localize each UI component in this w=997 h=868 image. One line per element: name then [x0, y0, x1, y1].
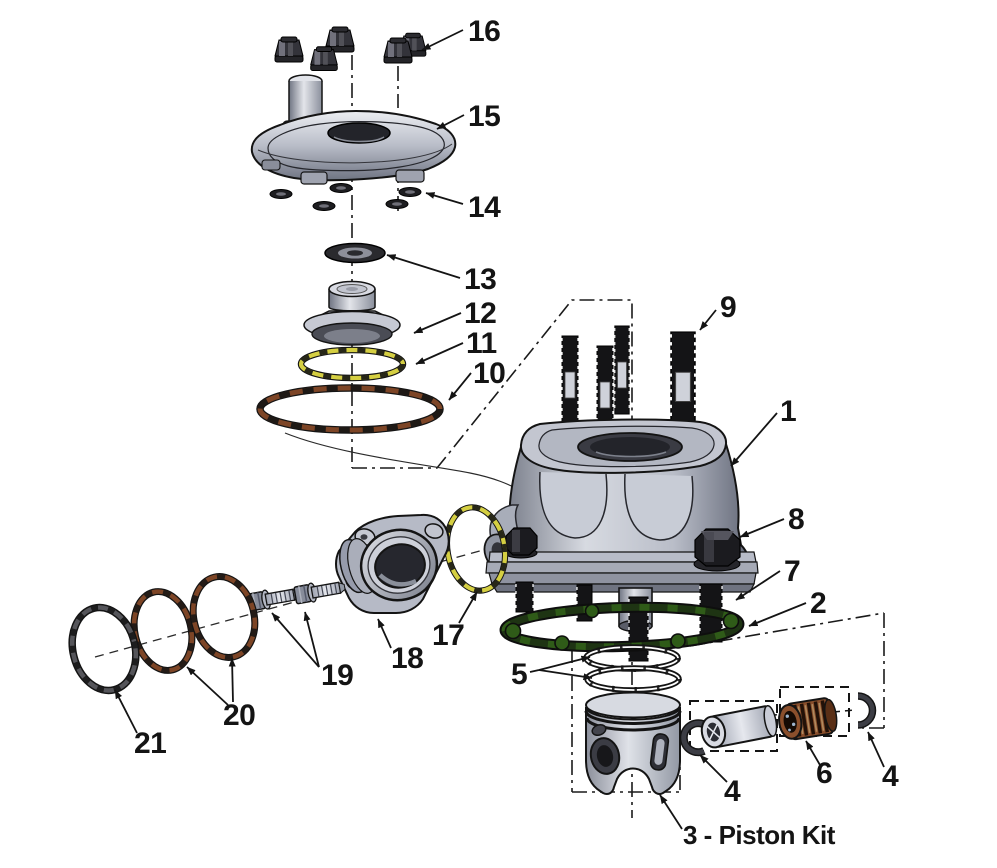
leader-11 [415, 342, 464, 365]
part-14-washers [269, 183, 422, 211]
leader-16 [421, 29, 464, 51]
leader-4-right [867, 731, 885, 768]
callout-8-label: 8 [788, 503, 804, 536]
leader-9 [699, 309, 717, 331]
leader-20b [228, 657, 236, 703]
head-to-cylinder-curve [284, 432, 525, 493]
flange-ear-right [424, 523, 444, 539]
ring-groove-2 [585, 717, 681, 732]
part-12-head-insert [303, 280, 401, 346]
callout-16-label: 16 [468, 15, 500, 48]
part-17-oring-yellow [443, 504, 509, 594]
flange-nut-right [693, 528, 741, 572]
flange-nut-left [504, 527, 538, 559]
part-3-piston [584, 691, 682, 796]
part-10-oring-brown-large [256, 384, 444, 434]
part-8-flange-nuts [504, 527, 741, 572]
reference-lines [94, 55, 885, 818]
callout-2-label: 2 [810, 587, 826, 620]
leader-4-left [699, 754, 728, 783]
part-20-orings-brown [130, 573, 259, 674]
callout-4-left-label: 4 [724, 775, 741, 808]
callout-labels: 16 15 14 13 12 11 10 9 1 8 7 2 5 17 18 1… [134, 15, 900, 850]
leader-19a [271, 612, 320, 668]
callout-5-label: 5 [511, 658, 527, 691]
piston-crown [585, 691, 681, 719]
callout-13-label: 13 [464, 263, 496, 296]
part-4-circlip-left [679, 719, 706, 757]
part-18-exhaust-flange [335, 513, 450, 614]
callout-11-label: 11 [466, 327, 497, 360]
leader-21 [114, 689, 138, 734]
leader-1 [730, 412, 778, 467]
leader-5b [538, 669, 593, 681]
leader-2 [748, 602, 807, 627]
callout-4-right-label: 4 [882, 760, 899, 793]
callout-12-label: 12 [464, 297, 496, 330]
part-6-needle-bearing [778, 697, 838, 741]
leader-17 [458, 591, 478, 624]
callout-1-label: 1 [780, 395, 796, 428]
callout-20-label: 20 [223, 699, 255, 732]
part-16-head-nuts [274, 26, 427, 71]
callout-18-label: 18 [391, 642, 423, 675]
ring-groove-1 [584, 710, 682, 725]
leader-14 [425, 192, 464, 205]
leader-10 [448, 372, 472, 401]
leader-lines [114, 29, 885, 830]
part-21-oring-gray [68, 603, 140, 695]
leader-18 [377, 618, 392, 649]
leader-15 [436, 114, 465, 130]
callout-14-label: 14 [468, 191, 501, 224]
leader-19b [303, 611, 320, 668]
cover-center-opening [327, 122, 391, 144]
part-11-oring-yellow [297, 346, 407, 382]
part-13-washer [324, 242, 386, 264]
leader-13 [386, 254, 461, 279]
callout-21-label: 21 [134, 727, 166, 760]
callout-6-label: 6 [816, 757, 832, 790]
callout-10-label: 10 [473, 357, 505, 390]
leader-20a [186, 666, 229, 706]
callout-17-label: 17 [432, 619, 464, 652]
piston-window [649, 733, 670, 771]
flange-bore [374, 543, 426, 589]
base-fin-2 [485, 561, 759, 574]
leader-7 [735, 570, 781, 601]
part-wrist-pin [700, 704, 778, 749]
bolt-2 [293, 581, 346, 605]
leader-12 [413, 312, 462, 334]
piston-kit-caption: 3 - Piston Kit [683, 820, 836, 850]
leader-3 [659, 794, 683, 830]
callout-19-label: 19 [321, 659, 353, 692]
transfer-dome-right [624, 473, 694, 541]
callout-9-label: 9 [720, 291, 736, 324]
part-9-studs [561, 325, 696, 435]
part-4-circlip-right [857, 692, 877, 729]
callout-7-label: 7 [784, 555, 800, 588]
leader-6 [805, 740, 821, 766]
callout-15-label: 15 [468, 100, 500, 133]
transfer-dome-left [539, 471, 608, 539]
alignment-bracket [352, 299, 633, 469]
part-19-bolts [247, 581, 346, 612]
leader-5a [538, 655, 591, 671]
leader-8 [739, 518, 785, 538]
part-15-head-cover [250, 74, 457, 185]
